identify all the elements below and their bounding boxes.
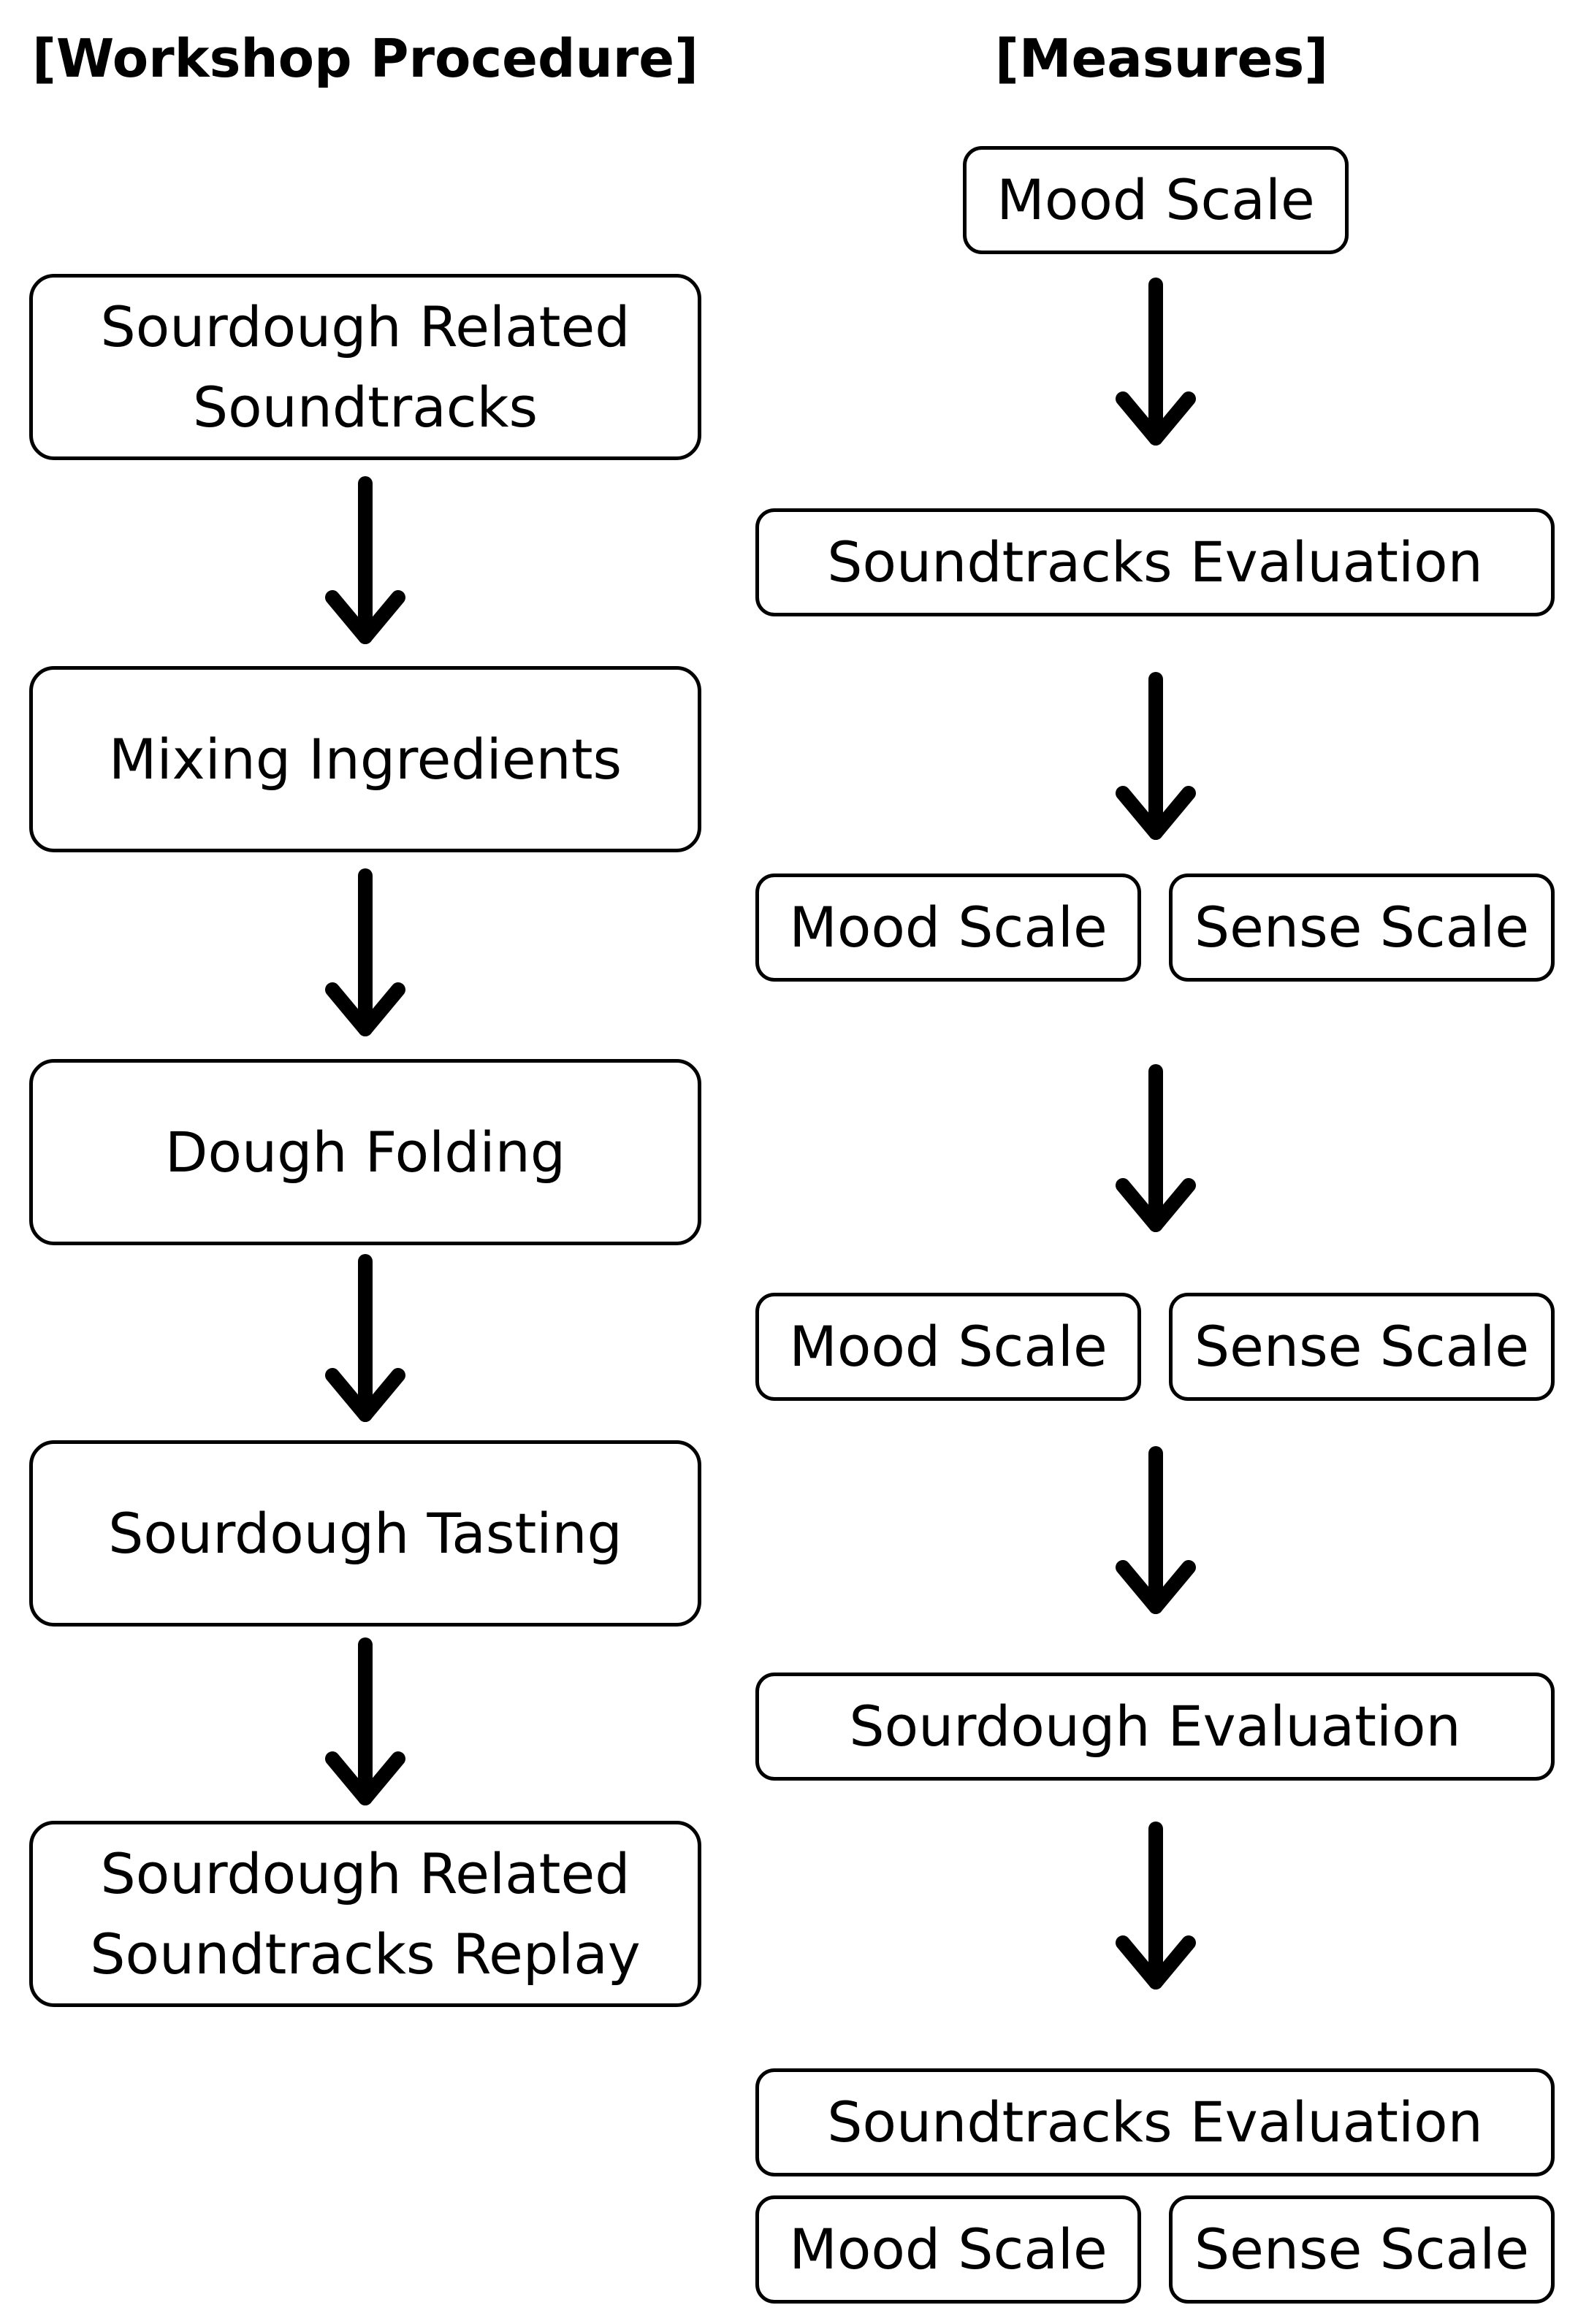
measure-soundtracks-evaluation: Soundtracks Evaluation xyxy=(755,508,1555,616)
measure-mood-scale: Mood Scale xyxy=(755,2195,1141,2304)
measures-arrow xyxy=(1116,1446,1196,1614)
procedure-step-soundtracks: Sourdough Related Soundtracks xyxy=(29,274,701,460)
measure-soundtracks-evaluation: Soundtracks Evaluation xyxy=(755,2068,1555,2176)
procedure-step-label: Dough Folding xyxy=(164,1119,566,1185)
measure-mood-scale: Mood Scale xyxy=(755,874,1141,982)
procedure-step-line: Sourdough Related xyxy=(100,294,630,359)
measures-arrow xyxy=(1116,1822,1196,1989)
measures-arrow xyxy=(1116,1064,1196,1232)
measure-label: Mood Scale xyxy=(789,2217,1108,2282)
measure-mood-scale: Mood Scale xyxy=(963,146,1349,254)
measure-label: Soundtracks Evaluation xyxy=(827,530,1483,595)
measure-label: Sense Scale xyxy=(1194,2217,1530,2282)
procedure-arrow xyxy=(325,868,405,1036)
procedure-step-mixing: Mixing Ingredients xyxy=(29,666,701,852)
procedure-step-tasting: Sourdough Tasting xyxy=(29,1440,701,1627)
measures-arrow xyxy=(1116,278,1196,446)
measure-sense-scale: Sense Scale xyxy=(1169,874,1555,982)
procedure-step-label: Mixing Ingredients xyxy=(108,726,622,792)
measure-sense-scale: Sense Scale xyxy=(1169,2195,1555,2304)
procedure-step-line: Soundtracks Replay xyxy=(90,1921,641,1987)
measure-label: Mood Scale xyxy=(789,895,1108,960)
procedure-arrow xyxy=(325,1254,405,1422)
measure-label: Mood Scale xyxy=(996,167,1315,232)
measure-sense-scale: Sense Scale xyxy=(1169,1293,1555,1401)
procedure-step-line: Sourdough Related xyxy=(100,1841,630,1906)
measure-label: Sense Scale xyxy=(1194,895,1530,960)
procedure-step-folding: Dough Folding xyxy=(29,1059,701,1245)
procedure-step-text: Sourdough Related Soundtracks xyxy=(101,287,630,448)
measure-label: Soundtracks Evaluation xyxy=(827,2090,1483,2155)
measure-mood-scale: Mood Scale xyxy=(755,1293,1141,1401)
measures-heading: [Measures] xyxy=(994,28,1329,89)
measures-arrow xyxy=(1116,672,1196,840)
procedure-arrow xyxy=(325,1637,405,1805)
measure-label: Sense Scale xyxy=(1194,1314,1530,1379)
measure-label: Sourdough Evaluation xyxy=(849,1694,1461,1759)
measure-sourdough-evaluation: Sourdough Evaluation xyxy=(755,1673,1555,1781)
measure-label: Mood Scale xyxy=(789,1314,1108,1379)
workshop-procedure-heading: [Workshop Procedure] xyxy=(31,28,699,89)
procedure-step-label: Sourdough Tasting xyxy=(108,1500,622,1566)
procedure-step-text: Sourdough Related Soundtracks Replay xyxy=(90,1834,641,1995)
procedure-step-line: Soundtracks xyxy=(192,374,538,440)
procedure-step-replay: Sourdough Related Soundtracks Replay xyxy=(29,1821,701,2007)
procedure-arrow xyxy=(325,476,405,644)
